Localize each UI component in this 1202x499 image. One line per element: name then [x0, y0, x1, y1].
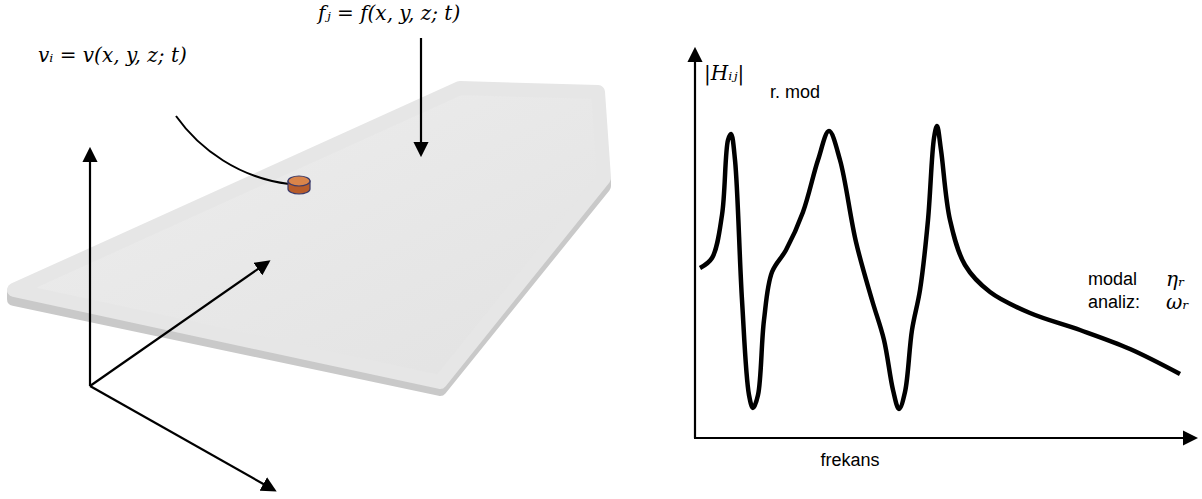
symbol: ωᵣ — [1166, 291, 1189, 314]
sensor-cable — [176, 116, 289, 184]
symbol: ηᵣ — [1166, 268, 1185, 291]
sensor — [288, 176, 310, 194]
coordinate-axes — [90, 150, 274, 490]
plate — [14, 88, 604, 382]
axis-label: frekans — [820, 450, 879, 471]
force-arrow — [420, 38, 422, 154]
mode-label: r. mod — [770, 82, 820, 103]
note: modal analiz: — [1088, 268, 1140, 313]
force-label: fⱼ = f(x, y, z; t) — [318, 2, 460, 25]
response-label: vᵢ = v(x, y, z; t) — [38, 44, 187, 67]
plot-axes — [694, 50, 1195, 438]
axis-label: |Hᵢⱼ| — [704, 62, 744, 85]
frf-curve — [700, 126, 1180, 409]
